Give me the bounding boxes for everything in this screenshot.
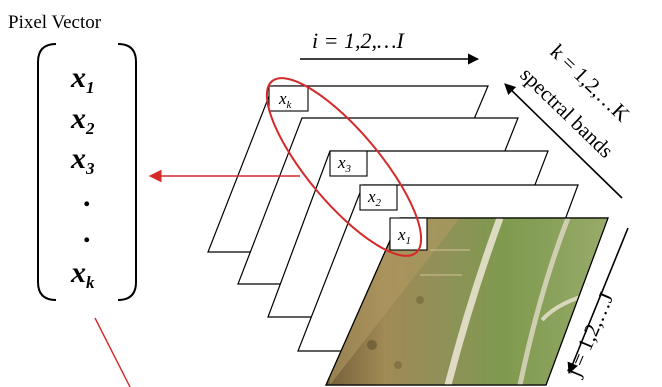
vector-entry: . [83, 216, 91, 249]
pixel-box [329, 150, 368, 177]
pixel-column-ellipse [265, 77, 423, 257]
vector-entry: x3 [70, 142, 95, 178]
vector-entry: xk [70, 256, 95, 292]
vector-entries: x1 x2 x3.. xk [70, 61, 95, 292]
diagram-title: Pixel Vector [8, 12, 102, 33]
k-axis-arrow [504, 83, 623, 199]
vector-entry: x1 [70, 61, 95, 97]
vector-lead-line [94, 317, 131, 387]
vector-left-bracket [37, 43, 57, 301]
vector-entry: . [83, 180, 91, 213]
j-axis-arrow [567, 227, 629, 375]
vector-entry: x2 [70, 102, 95, 138]
i-axis-label: i = 1,2,…I [312, 28, 406, 53]
pixel-box [359, 184, 398, 211]
vector-right-bracket [117, 43, 137, 301]
pixel-box [268, 85, 309, 112]
